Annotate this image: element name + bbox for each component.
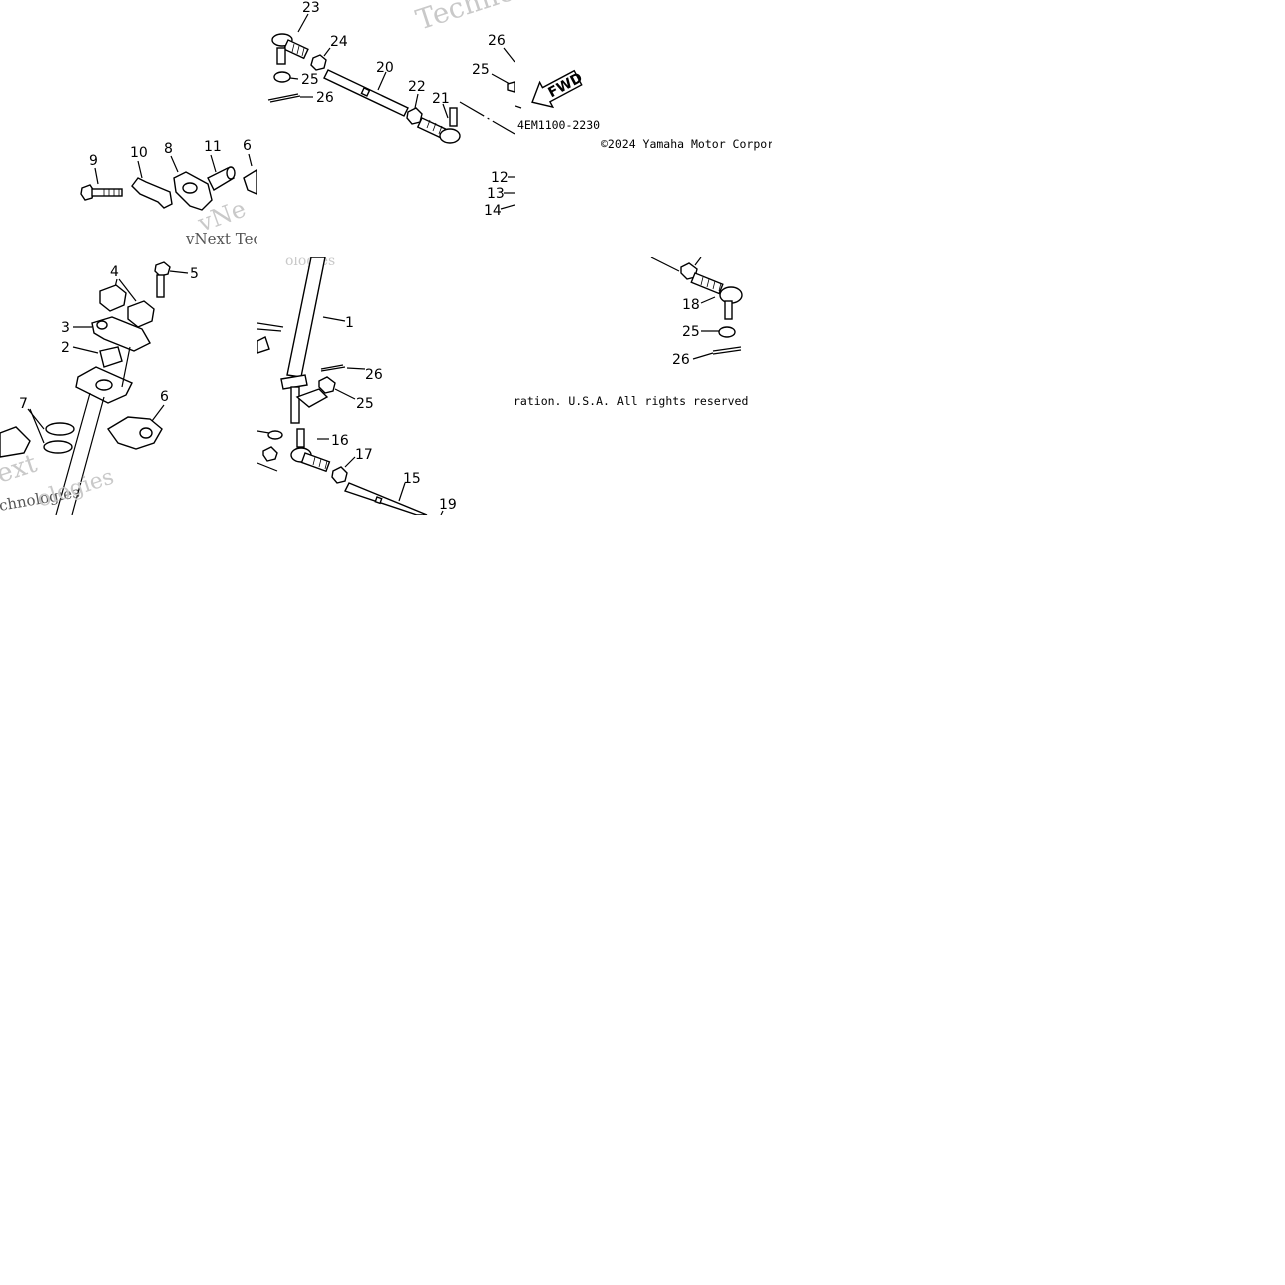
tie-rod-end-23	[271, 33, 309, 65]
watermark-text: ologies	[34, 465, 117, 513]
fwd-arrow: FWD	[531, 69, 585, 109]
callout-6: 6	[243, 138, 252, 154]
callout-26: 26	[365, 367, 383, 383]
nut-25	[318, 376, 336, 394]
steering-shaft-1	[286, 257, 326, 378]
copyright-bottom: ration. U.S.A. All rights reserved	[515, 394, 748, 408]
callout-18: 18	[682, 297, 700, 313]
diagram-tile-edge-12-14: 12 13 14	[482, 165, 515, 220]
callout-25: 25	[356, 396, 374, 412]
callout-2: 2	[61, 340, 70, 356]
cotter-pin-26	[267, 93, 301, 103]
seal-7a	[45, 422, 75, 436]
callout-17: 17	[355, 447, 373, 463]
callout-19: 19	[439, 497, 457, 513]
callout-26: 26	[488, 33, 506, 49]
washer-25	[718, 326, 736, 338]
callout-22: 22	[408, 79, 426, 95]
diagram-tile-bracket-parts: 9 10 8 11 6 vNext Tec vNe	[0, 128, 257, 257]
clamp-6	[106, 416, 163, 450]
watermark-text: vNext Tec	[185, 230, 257, 248]
callout-21: 21	[432, 91, 450, 107]
callout-16: 16	[331, 433, 349, 449]
nut-24	[310, 54, 327, 71]
washer-25	[273, 71, 291, 83]
diagram-tile-steering-shaft: ologies 1 26 25	[257, 257, 515, 515]
callout-23: 23	[302, 0, 320, 16]
copyright-top: ©2024 Yamaha Motor Corpor	[601, 137, 772, 151]
nut-17	[331, 466, 348, 484]
callout-4: 4	[110, 264, 119, 280]
callout-14: 14	[484, 203, 502, 219]
watermark-text: Techno	[412, 0, 515, 37]
tie-rod-end-21	[416, 107, 461, 144]
diagram-tile-tie-rod-end-18: 18 25 26 ration. U.S.A. All rights reser…	[515, 257, 772, 515]
callout-11: 11	[204, 139, 222, 155]
diagram-tile-tie-rod-upper: Techno 23 24 25 26	[258, 0, 515, 257]
diagram-tile-fwd-legend: FWD 4EM1100-2230 ©2024 Yamaha Motor Corp…	[515, 0, 772, 257]
cotter-pin-26	[712, 346, 742, 355]
callout-7: 7	[19, 396, 28, 412]
callout-15: 15	[403, 471, 421, 487]
clamp-left-partial	[0, 426, 31, 458]
clamp-upper-4a	[99, 284, 127, 312]
callout-12: 12	[491, 170, 509, 186]
bushing-2	[99, 346, 123, 368]
callout-1: 1	[345, 315, 354, 331]
callout-9: 9	[89, 153, 98, 169]
callout-13: 13	[487, 186, 505, 202]
plate-10	[131, 177, 173, 209]
clamp-6-partial	[243, 169, 257, 195]
tie-rod-tube-15	[344, 482, 428, 515]
callout-25: 25	[472, 62, 490, 78]
bolt-5	[154, 261, 171, 298]
callout-8: 8	[164, 141, 173, 157]
callout-10: 10	[130, 145, 148, 161]
callout-24: 24	[330, 34, 348, 50]
callout-3: 3	[61, 320, 70, 336]
clamp-upper-4b	[127, 300, 155, 328]
callout-25: 25	[301, 72, 319, 88]
callout-20: 20	[376, 60, 394, 76]
part-code: 4EM1100-2230	[517, 118, 600, 132]
callout-5: 5	[190, 266, 199, 282]
callout-25: 25	[682, 324, 700, 340]
bolt-9	[80, 184, 123, 201]
tie-rod-end-16	[290, 428, 331, 473]
tie-rod-end-18	[690, 272, 743, 320]
diagram-tile-steering-clamps: 4 5 3 2 6 7	[0, 257, 257, 515]
seal-7b	[43, 440, 73, 454]
callout-26: 26	[316, 90, 334, 106]
callout-6: 6	[160, 389, 169, 405]
callout-26: 26	[672, 352, 690, 368]
